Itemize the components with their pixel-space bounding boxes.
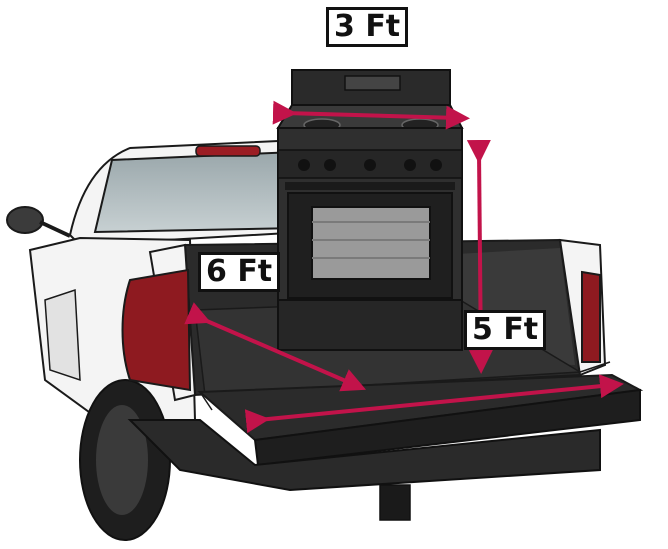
- bed-length-label: 6 Ft: [198, 252, 281, 292]
- bed-width-label: 5 Ft: [464, 310, 547, 350]
- right-tail-light: [581, 270, 601, 363]
- oven-window: [311, 206, 431, 280]
- stove-knob: [364, 159, 376, 171]
- oven-handle: [285, 182, 455, 190]
- side-mirror: [6, 206, 71, 238]
- stove-knob: [404, 159, 416, 171]
- stove-display: [344, 75, 401, 91]
- stove-drawer: [277, 299, 463, 351]
- stove-width-arrow: [272, 100, 470, 130]
- stove-knob: [430, 159, 442, 171]
- rear-bumper: [127, 419, 601, 521]
- left-rear-wheel: [79, 379, 171, 541]
- bed-width-arrow: [244, 374, 624, 434]
- truck-cab: [68, 138, 342, 247]
- third-brake-light: [195, 145, 261, 157]
- stove-width-label: 3 Ft: [326, 7, 409, 47]
- left-tail-light: [121, 268, 192, 392]
- stove-knob: [324, 159, 336, 171]
- stove-knob: [298, 159, 310, 171]
- trailer-hitch: [379, 484, 411, 521]
- bed-length-arrow: [184, 302, 367, 392]
